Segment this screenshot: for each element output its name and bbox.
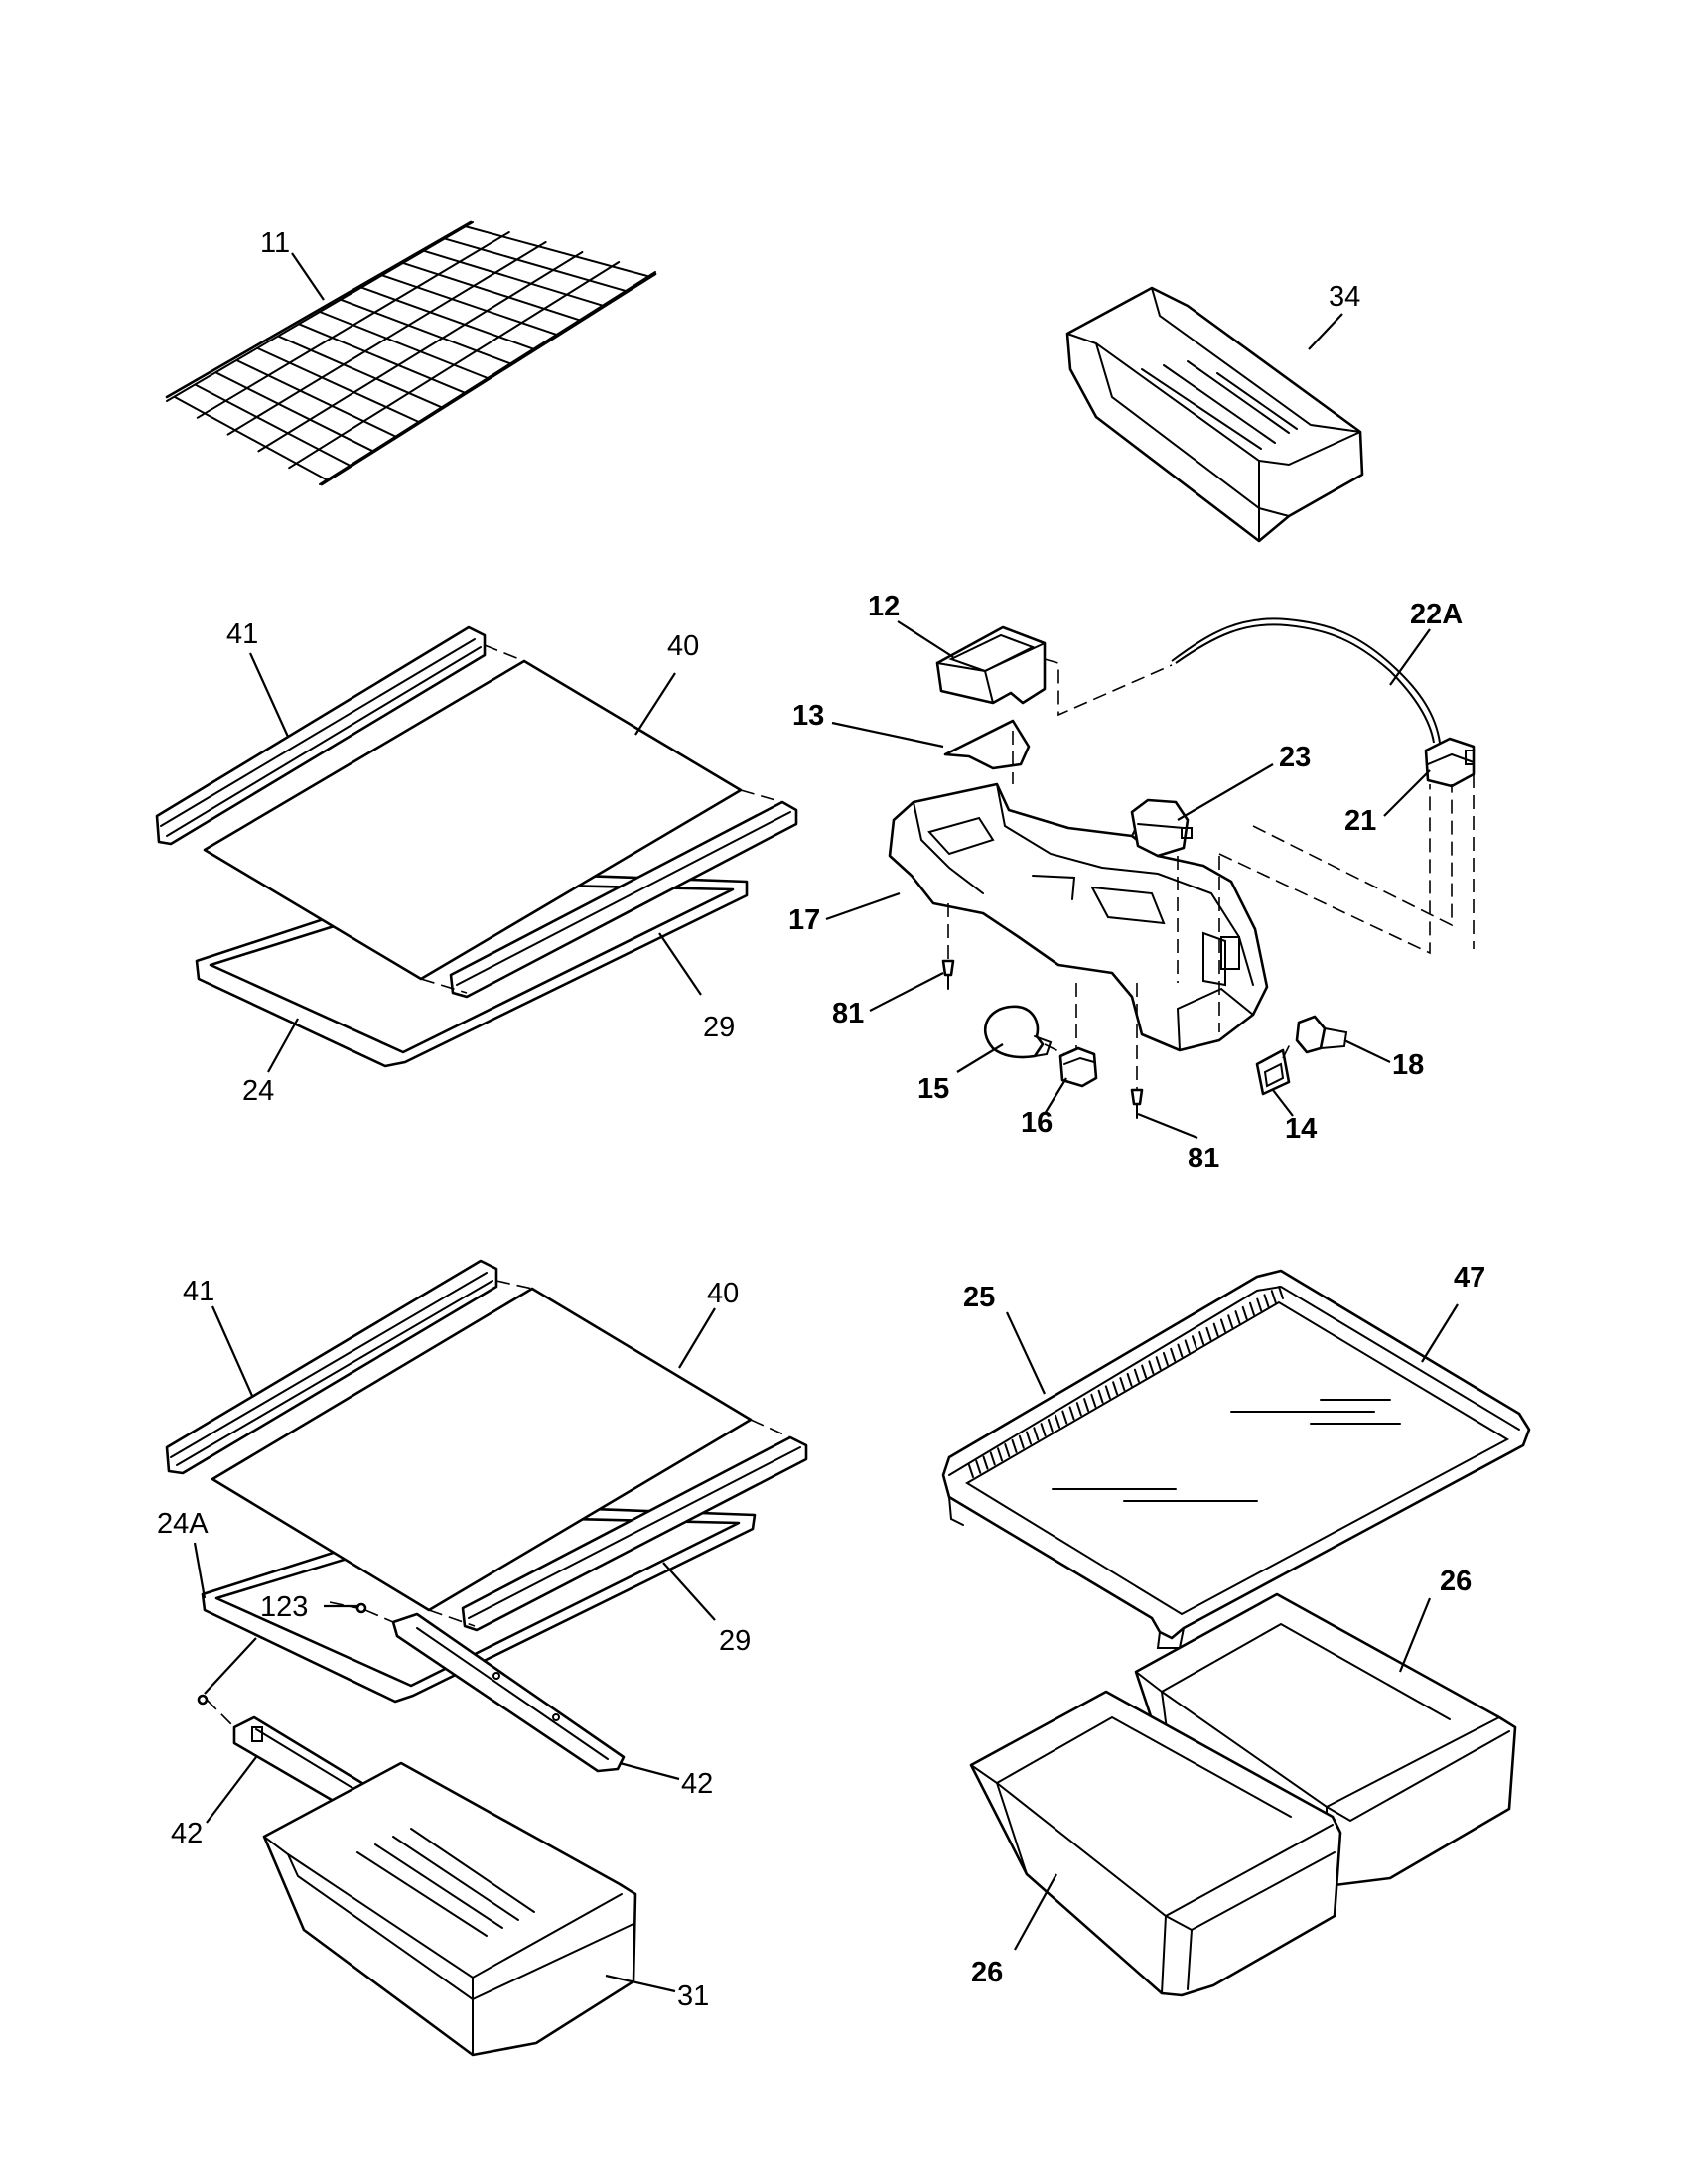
label-81-left: 81 (832, 998, 864, 1029)
label-22a: 22A (1410, 599, 1463, 630)
wire-shelf-icon (165, 220, 657, 486)
label-23: 23 (1279, 742, 1311, 773)
label-41-lower: 41 (183, 1276, 214, 1307)
glass-shelf-icon (155, 625, 798, 1073)
control-housing-icon (825, 617, 1476, 1140)
label-24: 24 (242, 1075, 274, 1107)
label-26-rear: 26 (1440, 1566, 1472, 1597)
label-29-lower: 29 (719, 1625, 751, 1657)
crisper-cover-icon (941, 1269, 1531, 1649)
crisper-drawer-icon (969, 1592, 1517, 1997)
label-123: 123 (260, 1591, 308, 1623)
label-24a: 24A (157, 1508, 209, 1540)
label-42-left: 42 (171, 1818, 203, 1849)
label-40-upper: 40 (667, 630, 699, 662)
label-29-upper: 29 (703, 1012, 735, 1043)
dairy-bin-icon (1065, 286, 1364, 543)
label-16: 16 (1021, 1107, 1053, 1139)
label-47: 47 (1454, 1262, 1485, 1294)
label-40-lower: 40 (707, 1278, 739, 1309)
label-25: 25 (963, 1282, 995, 1313)
label-42-right: 42 (681, 1768, 713, 1800)
label-34: 34 (1329, 281, 1360, 313)
label-13: 13 (792, 700, 824, 732)
label-15: 15 (917, 1073, 949, 1105)
label-14: 14 (1285, 1113, 1317, 1145)
label-18: 18 (1392, 1049, 1424, 1081)
label-81-right: 81 (1188, 1143, 1219, 1174)
label-11: 11 (260, 227, 290, 259)
label-17: 17 (788, 904, 820, 936)
label-41-upper: 41 (226, 618, 258, 650)
label-21: 21 (1344, 805, 1376, 837)
label-12: 12 (868, 591, 900, 622)
glass-shelf-icon-lower (165, 1259, 808, 2057)
label-31: 31 (677, 1980, 709, 2012)
label-26-front: 26 (971, 1957, 1003, 1988)
